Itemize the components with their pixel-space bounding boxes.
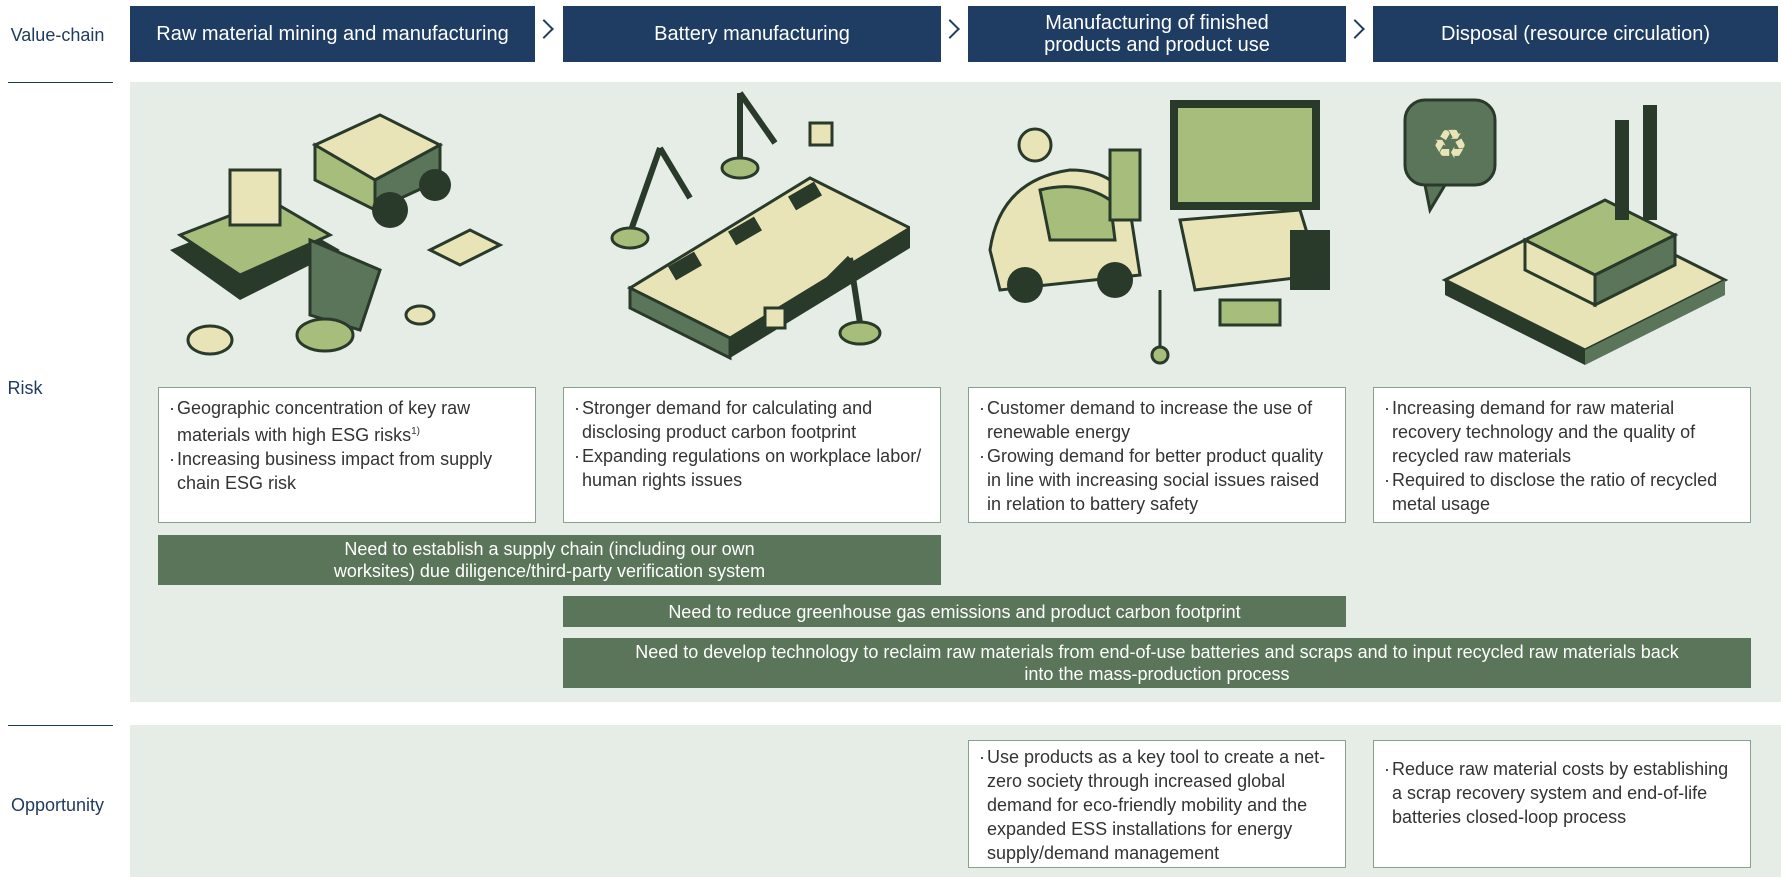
need-bar-carbon: Need to reduce greenhouse gas emissions … bbox=[563, 596, 1346, 627]
recycle-symbol-icon: ♻ bbox=[1432, 122, 1468, 168]
stage-header-battery: Battery manufacturing bbox=[563, 6, 941, 62]
stage-label: Raw material mining and manufacturing bbox=[156, 23, 509, 45]
divider bbox=[8, 82, 113, 83]
chevron-right-icon bbox=[1345, 19, 1365, 39]
stage-header-raw-material: Raw material mining and manufacturing bbox=[130, 6, 535, 62]
chevron-right-icon bbox=[940, 19, 960, 39]
footnote-marker: 1) bbox=[411, 426, 420, 437]
need-text: Need to develop technology to reclaim ra… bbox=[635, 642, 1679, 684]
risk-box-battery: Stronger demand for calculating and disc… bbox=[563, 387, 941, 523]
stage-label: Manufacturing of finished products and p… bbox=[1044, 12, 1270, 56]
risk-item: Required to disclose the ratio of recycl… bbox=[1384, 468, 1740, 516]
risk-item: Increasing demand for raw material recov… bbox=[1384, 396, 1740, 468]
risk-box-raw-material: Geographic concentration of key raw mate… bbox=[158, 387, 536, 523]
opportunity-item: Use products as a key tool to create a n… bbox=[979, 745, 1335, 865]
opportunity-item: Reduce raw material costs by establishin… bbox=[1384, 757, 1740, 829]
need-bar-supply-chain: Need to establish a supply chain (includ… bbox=[158, 535, 941, 585]
stage-label: Disposal (resource circulation) bbox=[1441, 23, 1710, 45]
risk-box-finished-products: Customer demand to increase the use of r… bbox=[968, 387, 1346, 523]
stage-header-finished-products: Manufacturing of finished products and p… bbox=[968, 6, 1346, 62]
need-bar-recycling: Need to develop technology to reclaim ra… bbox=[563, 638, 1751, 688]
risk-box-disposal: Increasing demand for raw material recov… bbox=[1373, 387, 1751, 523]
row-label-risk: Risk bbox=[7, 378, 43, 398]
row-label-value-chain: Value-chain bbox=[10, 25, 105, 45]
divider bbox=[8, 725, 113, 726]
need-text: Need to reduce greenhouse gas emissions … bbox=[668, 601, 1241, 622]
products-use-illustration bbox=[988, 100, 1330, 365]
opportunity-box-finished-products: Use products as a key tool to create a n… bbox=[968, 740, 1346, 868]
risk-item: Increasing business impact from supply c… bbox=[169, 447, 525, 495]
risk-item: Stronger demand for calculating and disc… bbox=[574, 396, 930, 444]
mining-machinery-illustration bbox=[170, 113, 504, 356]
stage-header-disposal: Disposal (resource circulation) bbox=[1373, 6, 1778, 62]
row-label-opportunity: Opportunity bbox=[10, 795, 105, 815]
recycling-facility-illustration: ♻ RECYCLE bbox=[1403, 98, 1729, 365]
chevron-right-icon bbox=[534, 19, 554, 39]
risk-item: Customer demand to increase the use of r… bbox=[979, 396, 1335, 444]
battery-factory-illustration bbox=[610, 91, 910, 361]
opportunity-box-disposal: Reduce raw material costs by establishin… bbox=[1373, 740, 1751, 868]
risk-item: Geographic concentration of key raw mate… bbox=[169, 396, 525, 447]
risk-item: Growing demand for better product qualit… bbox=[979, 444, 1335, 516]
risk-item: Expanding regulations on workplace labor… bbox=[574, 444, 930, 492]
need-text: Need to establish a supply chain (includ… bbox=[333, 539, 766, 581]
stage-label: Battery manufacturing bbox=[654, 23, 850, 45]
